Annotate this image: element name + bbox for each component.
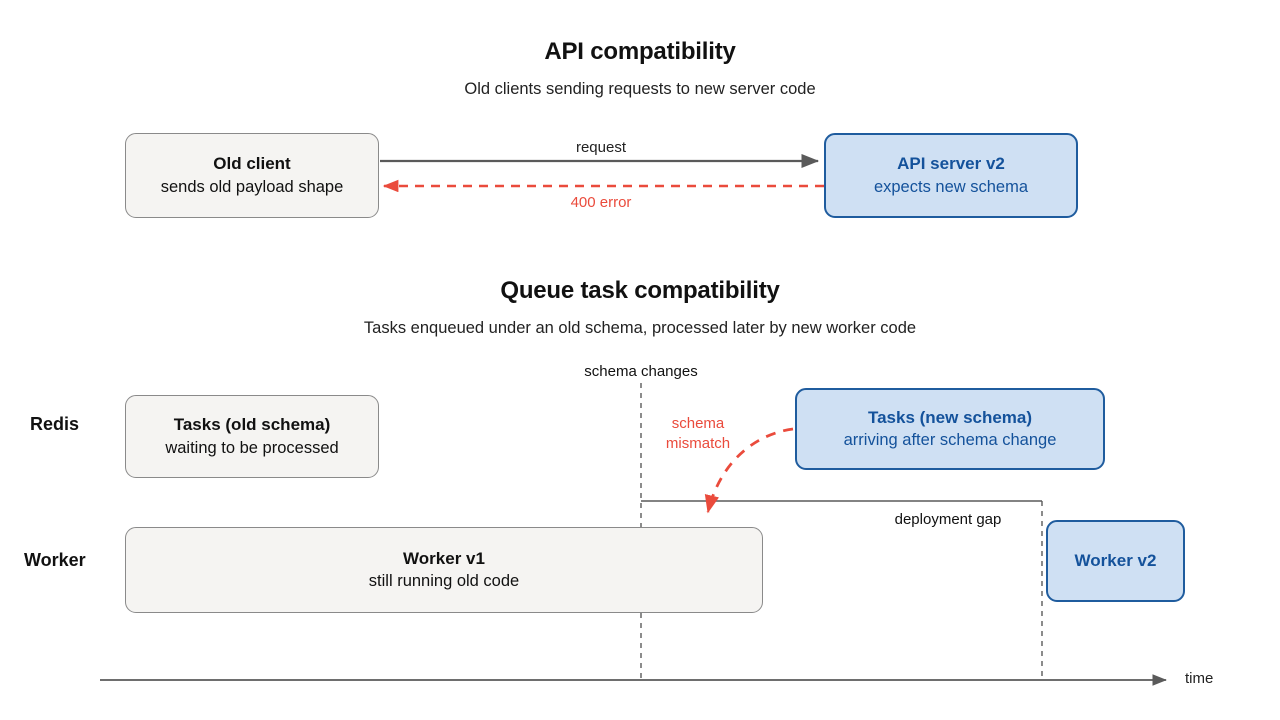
tasks-old-schema-title: Tasks (old schema) (173, 415, 331, 435)
schema-mismatch-label-line1: schema (671, 415, 725, 432)
schema-mismatch-label-line2: mismatch (665, 435, 731, 453)
api-section-subtitle: Old clients sending requests to new serv… (464, 80, 816, 98)
tasks-new-schema-desc: arriving after schema change (843, 431, 1057, 450)
row-label-redis: Redis (30, 414, 80, 434)
tasks-old-schema-desc: waiting to be processed (165, 438, 339, 457)
worker-v2-box[interactable]: Worker v2 (1046, 520, 1185, 602)
time-axis-label: time (1185, 670, 1214, 687)
old-client-title: Old client (213, 154, 291, 174)
worker-v2-title: Worker v2 (1074, 551, 1157, 571)
row-label-worker: Worker (24, 550, 86, 570)
api-server-box[interactable]: API server v2 expects new schema (824, 133, 1078, 218)
error-label: 400 error (570, 194, 632, 211)
tasks-new-schema-title: Tasks (new schema) (867, 407, 1033, 427)
api-server-desc: expects new schema (873, 177, 1029, 196)
old-client-box[interactable]: Old client sends old payload shape (125, 133, 379, 218)
old-client-desc: sends old payload shape (160, 177, 344, 196)
schema-mismatch-label: schema mismatch (640, 414, 756, 455)
tasks-new-schema-box[interactable]: Tasks (new schema) arriving after schema… (795, 388, 1105, 470)
request-label: request (575, 139, 627, 156)
worker-v1-title: Worker v1 (403, 548, 485, 568)
api-server-title: API server v2 (897, 154, 1005, 174)
schema-changes-label: schema changes (584, 363, 698, 380)
worker-v1-desc: still running old code (368, 572, 520, 591)
deployment-gap-label: deployment gap (894, 511, 1002, 528)
queue-section-title: Queue task compatibility (500, 277, 780, 304)
tasks-old-schema-box[interactable]: Tasks (old schema) waiting to be process… (125, 395, 379, 478)
worker-v1-box[interactable]: Worker v1 still running old code (125, 527, 763, 613)
queue-section-subtitle: Tasks enqueued under an old schema, proc… (363, 319, 917, 337)
api-section-title: API compatibility (544, 38, 736, 65)
